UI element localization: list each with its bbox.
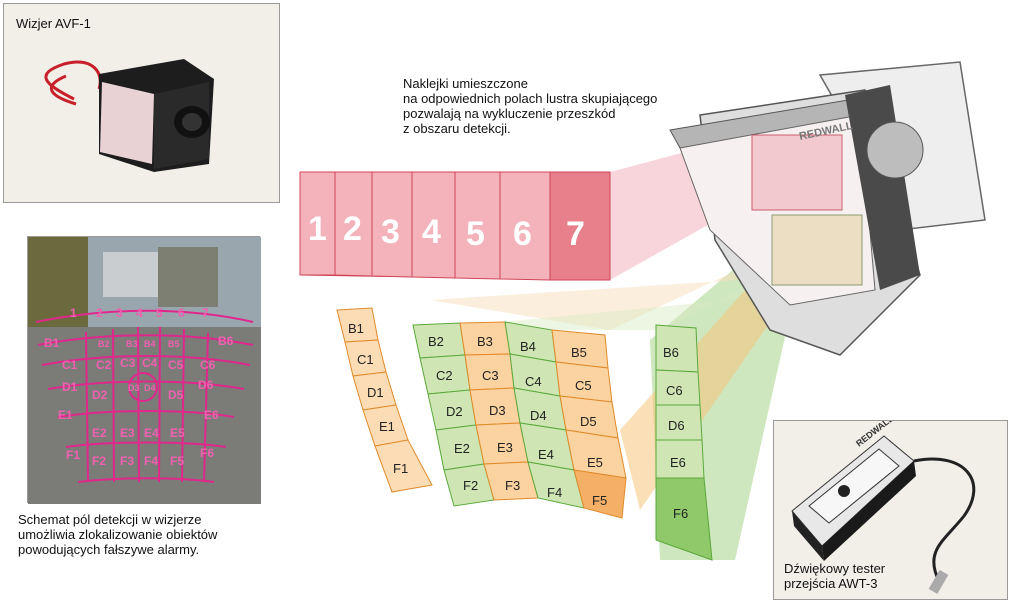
zone-d1-label: D1 [367,385,384,400]
zone-4-label: 4 [422,213,441,251]
zone-c4-label: C4 [525,374,542,389]
overlay-e3: E3 [120,426,135,440]
overlay-c5: C5 [168,358,184,372]
overlay-d2: D2 [92,388,108,402]
overlay-f2: F2 [92,454,106,468]
schema-photo-panel: 1 2 3 4 5 6 7 B1 B2 B3 B4 B5 B6 C1 C2 C3… [27,236,261,504]
overlay-b5: B5 [168,339,180,349]
schema-caption-line2: umożliwia zlokalizowanie obiektów [18,527,218,542]
tester-caption-line1: Dźwiękowy tester [784,561,886,576]
stickers-note: Naklejki umieszczone na odpowiednich pol… [403,76,657,136]
note-line4: z obszaru detekcji. [403,121,511,136]
zone-d3-label: D3 [489,403,506,418]
zone-e6-label: E6 [670,455,686,470]
zone-e4-label: E4 [538,447,554,462]
top-zone-row: 1 2 3 4 5 6 7 [299,171,611,281]
overlay-e5: E5 [170,426,185,440]
overlay-c2: C2 [96,358,112,372]
overlay-top-3: 3 [116,306,123,320]
zone-b3-label: B3 [477,334,493,349]
right-zone-column: B6 C6 D6 E6 F6 [655,324,713,561]
overlay-b3: B3 [126,339,138,349]
zone-f5-label: F5 [592,493,607,508]
zone-f6-label: F6 [673,506,688,521]
schema-caption-line1: Schemat pól detekcji w wizjerze [18,512,202,527]
schema-caption-line3: powodujących fałszywe alarmy. [18,542,200,557]
overlay-b4: B4 [144,339,156,349]
zone-f2-label: F2 [463,478,478,493]
overlay-e1: E1 [58,408,73,422]
overlay-b2: B2 [98,339,110,349]
overlay-f6: F6 [200,446,214,460]
zone-e2-label: E2 [454,441,470,456]
zone-f1-label: F1 [393,461,408,476]
overlay-f1: F1 [66,448,80,462]
overlay-e6: E6 [204,408,219,422]
note-line3: pozwalają na wykluczenie przeszkód [403,106,616,121]
schema-caption: Schemat pól detekcji w wizjerze umożliwi… [18,512,217,557]
sensor-body: REDWALL [669,61,986,356]
overlay-d3: D3 [128,383,140,393]
zone-e1-label: E1 [379,419,395,434]
overlay-f4: F4 [144,454,158,468]
overlay-b1: B1 [44,336,60,350]
zone-7-label: 7 [566,215,585,253]
tester-caption: Dźwiękowy tester przejścia AWT-3 [784,561,885,591]
viewer-title: Wizjer AVF-1 [16,16,91,31]
zone-c1-label: C1 [357,352,374,367]
zone-e5-label: E5 [587,455,603,470]
overlay-c3: C3 [120,356,136,370]
zone-b4-label: B4 [520,339,536,354]
zone-c5-label: C5 [575,378,592,393]
overlay-d1: D1 [62,380,78,394]
left-zone-column: B1 C1 D1 E1 F1 [336,307,433,493]
overlay-d5: D5 [168,388,184,402]
overlay-top-1: 1 [70,306,77,320]
zone-b6-label: B6 [663,345,679,360]
zone-d5-label: D5 [580,414,597,429]
tester-photo-panel: REDWALL Dźwiękowy tester przejścia AWT-3 [773,420,1008,600]
zone-e3-label: E3 [497,440,513,455]
middle-zone-grid: B2 C2 D2 E2 F2 B3 C3 D3 E3 F3 B4 C4 D4 E… [412,321,627,519]
note-line1: Naklejki umieszczone [403,76,528,91]
overlay-top-6: 6 [178,306,185,320]
zone-b5-label: B5 [571,345,587,360]
overlay-e4: E4 [144,426,159,440]
overlay-b6: B6 [218,334,234,348]
zone-b2-label: B2 [428,334,444,349]
overlay-d6: D6 [198,378,214,392]
schema-overlay: 1 2 3 4 5 6 7 B1 B2 B3 B4 B5 B6 C1 C2 C3… [28,237,261,504]
zone-d4-label: D4 [530,408,547,423]
tester-device-image: REDWALL [791,421,976,594]
overlay-top-4: 4 [136,306,143,320]
overlay-top-5: 5 [156,306,163,320]
overlay-c4: C4 [142,356,158,370]
note-line2: na odpowiednich polach lustra skupiające… [403,91,658,106]
overlay-e2: E2 [92,426,107,440]
tester-caption-line2: przejścia AWT-3 [784,576,878,591]
zone-f4-label: F4 [547,485,562,500]
overlay-c1: C1 [62,358,78,372]
zone-d6-label: D6 [668,418,685,433]
viewer-photo-panel: Wizjer AVF-1 [3,3,280,203]
zone-f3-label: F3 [505,478,520,493]
zone-b1-label: B1 [348,321,364,336]
zone-2-label: 2 [343,210,362,248]
overlay-top-7: 7 [202,306,209,320]
zone-c6-label: C6 [666,383,683,398]
zone-5-label: 5 [466,215,485,253]
zone-1-label: 1 [308,210,327,248]
overlay-f5: F5 [170,454,184,468]
zone-c3-label: C3 [482,368,499,383]
zone-3-label: 3 [381,213,400,251]
zone-6-label: 6 [513,215,532,253]
zone-d2-label: D2 [446,404,463,419]
viewer-device-image [44,59,214,172]
overlay-top-2: 2 [96,306,103,320]
zone-c2-label: C2 [436,368,453,383]
overlay-f3: F3 [120,454,134,468]
overlay-d4: D4 [144,383,156,393]
overlay-c6: C6 [200,358,216,372]
